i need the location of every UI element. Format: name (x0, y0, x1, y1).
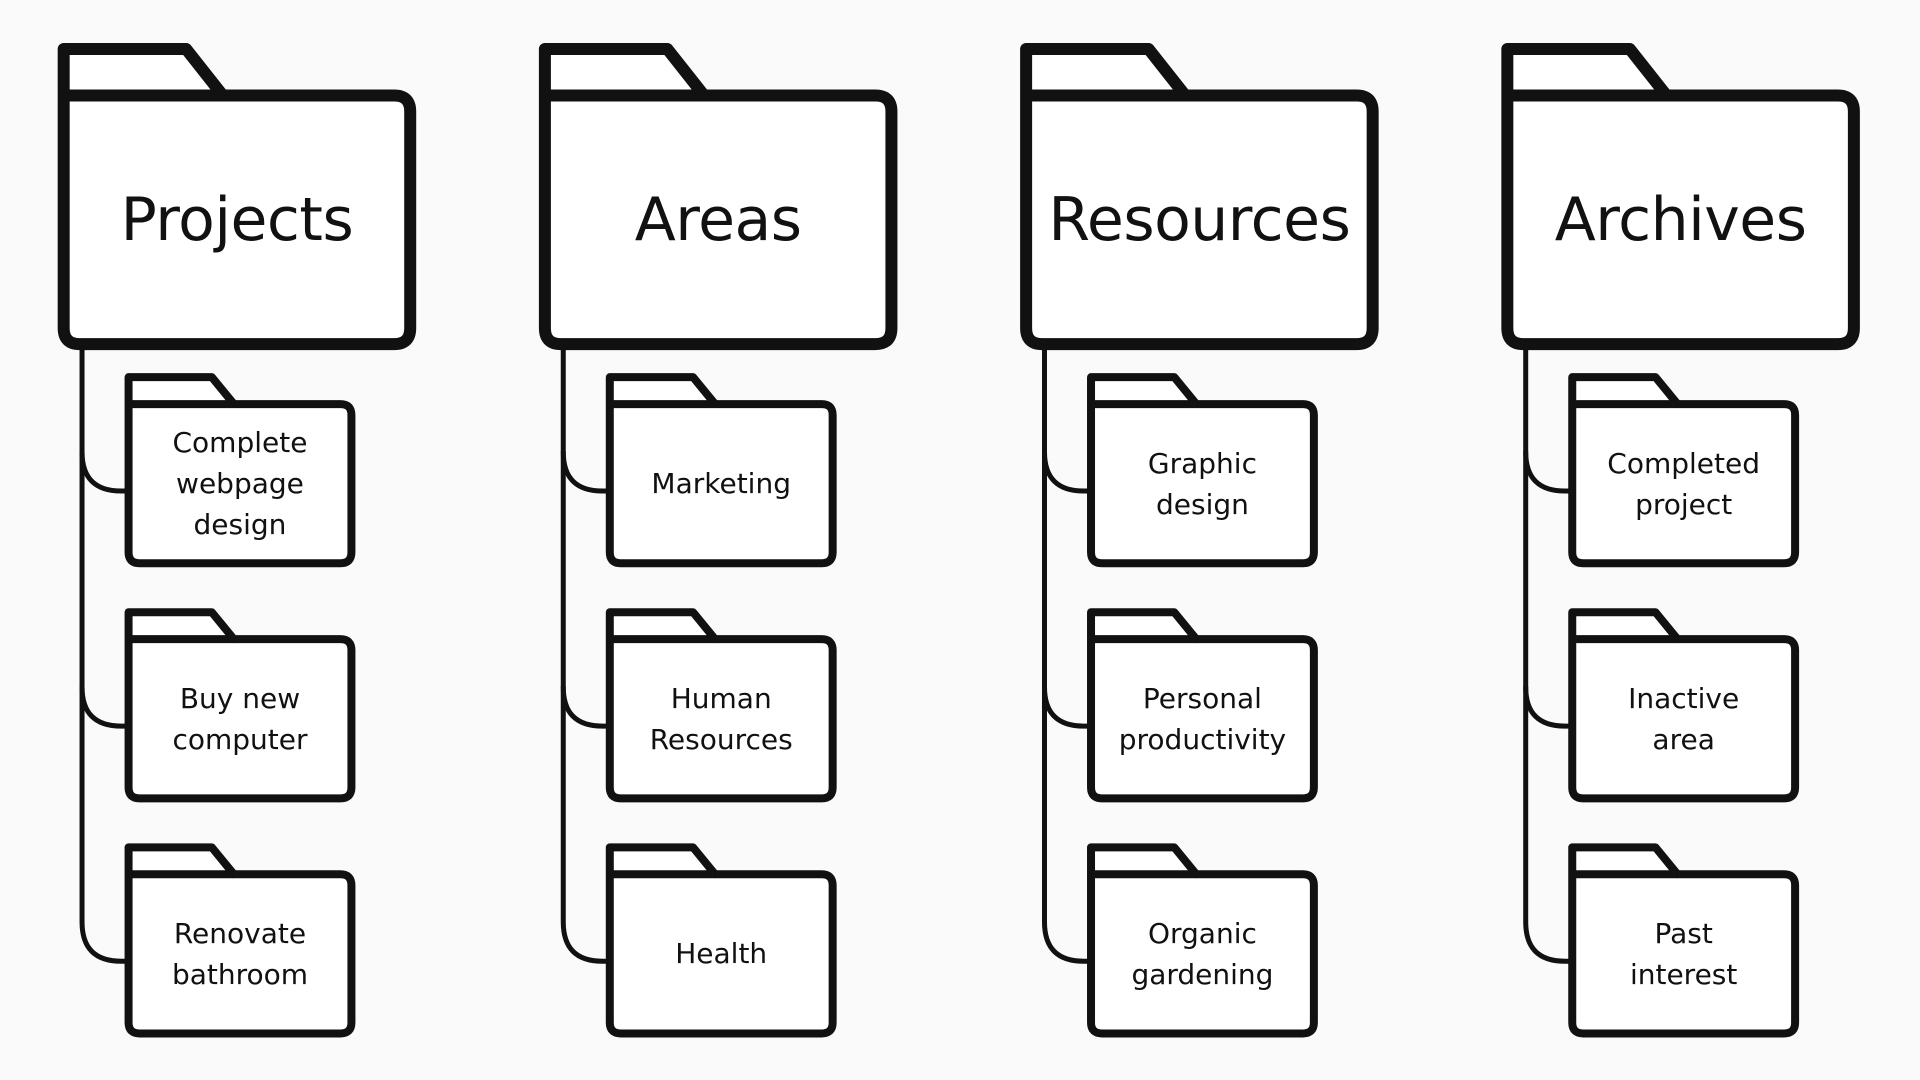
item-folder-icon (1087, 608, 1318, 803)
item-folder-icon (1568, 373, 1800, 568)
connector-line (1523, 337, 1577, 494)
connector-line (1041, 684, 1096, 964)
folder-outline (1020, 42, 1379, 351)
category-folder-icon (57, 42, 417, 351)
category-title: Projects (120, 184, 354, 255)
connector-line (560, 337, 615, 494)
item-folder-icon (1568, 843, 1800, 1038)
connector-line (1523, 684, 1577, 964)
folder-outline (1087, 608, 1318, 803)
category-title: Areas (634, 184, 802, 255)
connector-line (560, 684, 615, 964)
item-folder-icon (1568, 608, 1800, 803)
folder-outline (57, 42, 417, 351)
item-label: Past interest (1629, 916, 1738, 991)
folder-outline (124, 608, 356, 803)
item-label: Completed project (1607, 446, 1761, 521)
item-label: Graphic design (1147, 446, 1257, 521)
item-label: Renovate bathroom (171, 916, 309, 991)
folder-outline (1501, 42, 1860, 351)
item-label: Personal productivity (1118, 681, 1287, 756)
connector-line (79, 684, 134, 964)
item-folder-icon (605, 373, 837, 568)
folder-outline (1568, 373, 1800, 568)
connector-line (1041, 337, 1096, 494)
item-label: Marketing (651, 467, 791, 501)
item-label: Organic gardening (1131, 916, 1274, 991)
folder-outline (605, 843, 837, 1038)
folder-outline (605, 608, 837, 803)
folder-outline (538, 42, 898, 351)
item-folder-icon (1087, 843, 1318, 1038)
category-title: Resources (1048, 184, 1351, 255)
item-label: Inactive area (1628, 681, 1740, 756)
item-folder-icon (124, 843, 356, 1038)
item-folder-icon (605, 608, 837, 803)
item-folder-icon (124, 608, 356, 803)
connector-line (79, 337, 134, 494)
item-label: Complete webpage design (172, 426, 308, 542)
category-folder-icon (538, 42, 898, 351)
item-folder-icon (1087, 373, 1318, 568)
item-folder-icon (605, 843, 837, 1038)
folder-outline (1568, 608, 1800, 803)
folder-outline (124, 373, 356, 568)
folder-outline (1568, 843, 1800, 1038)
item-folder-icon (124, 373, 356, 568)
item-label: Buy new computer (172, 681, 308, 756)
item-label: Human Resources (649, 681, 793, 756)
category-folder-icon (1501, 42, 1860, 351)
category-title: Archives (1554, 184, 1807, 255)
category-folder-icon (1020, 42, 1379, 351)
item-label: Health (675, 937, 768, 971)
folder-outline (1087, 373, 1318, 568)
folder-outline (1087, 843, 1318, 1038)
folder-outline (124, 843, 356, 1038)
folder-outline (605, 373, 837, 568)
